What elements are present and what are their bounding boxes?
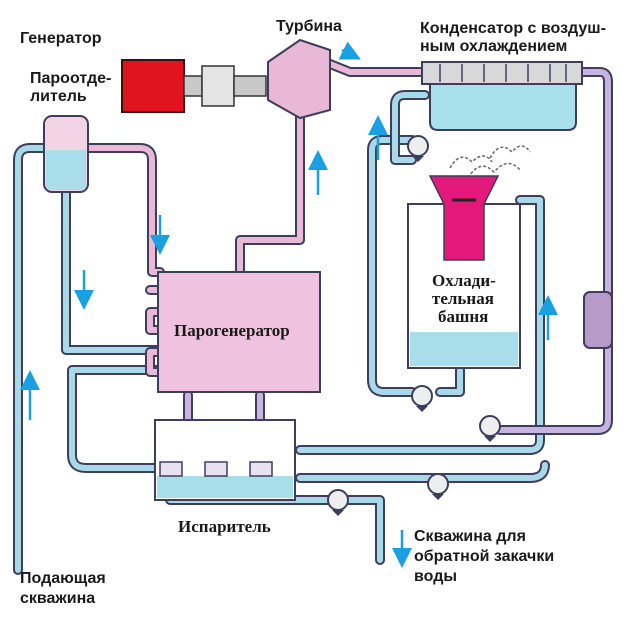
turbine [267, 38, 331, 120]
label-cooling-tower-2: тельная [432, 289, 494, 308]
label-condenser-1: Конденсатор с воздуш- [420, 20, 606, 37]
steam-plume-icon [449, 145, 531, 179]
label-separator-1: Пароотде- [30, 70, 112, 87]
label-reinjection-3: воды [414, 568, 458, 585]
expansion-vessel [583, 291, 613, 349]
flow-arrow-icon [338, 41, 361, 60]
air-cooled-condenser [421, 61, 583, 131]
evaporator [154, 419, 296, 501]
cooling-tower [407, 175, 521, 369]
pump-icon [327, 489, 349, 516]
label-reinjection-1: Скважина для [414, 528, 526, 545]
pump-icon [411, 385, 433, 412]
label-cooling-tower-3: башня [438, 307, 489, 326]
pump-icon [407, 135, 429, 162]
generator [121, 59, 185, 113]
label-condenser-2: ным охлаждением [420, 38, 568, 55]
steam-separator [43, 115, 89, 193]
label-supply-well-2: скважина [20, 590, 96, 607]
steam-generator [157, 271, 321, 393]
label-generator: Генератор [20, 30, 102, 47]
pump-icon [427, 473, 449, 500]
pump-icon [479, 415, 501, 442]
label-cooling-tower-1: Охлади- [432, 271, 496, 290]
water-pipes [13, 90, 550, 575]
label-reinjection-2: обратной закачки [414, 548, 555, 565]
label-supply-well-1: Подающая [20, 570, 106, 587]
shaft-coupling [183, 65, 267, 107]
label-turbine: Турбина [276, 18, 342, 35]
flow-arrows [20, 41, 558, 568]
label-steam-generator: Парогенератор [174, 321, 290, 340]
label-evaporator: Испаритель [178, 517, 271, 536]
label-separator-2: литель [30, 88, 87, 105]
